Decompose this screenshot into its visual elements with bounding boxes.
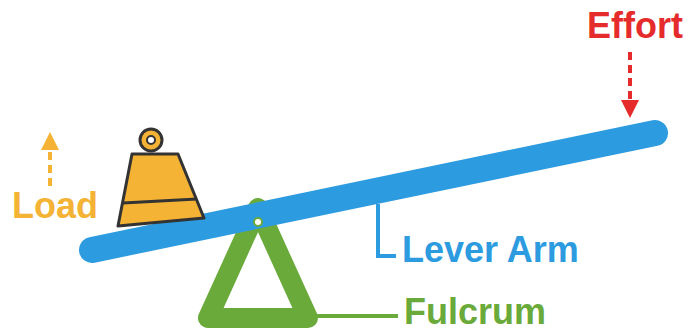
leader-line — [312, 314, 398, 318]
weight-stripe — [123, 199, 197, 203]
leader-line — [378, 204, 396, 256]
force-arrow — [621, 100, 639, 118]
part-label: Lever Arm — [402, 232, 579, 268]
force-label: Load — [12, 188, 98, 224]
weight-ring — [140, 129, 162, 151]
force-arrow — [48, 148, 52, 186]
part-label: Fulcrum — [404, 294, 546, 330]
load-weight — [118, 154, 204, 226]
force-arrow — [628, 52, 632, 102]
force-arrow — [41, 132, 59, 150]
force-label: Effort — [587, 8, 683, 44]
pivot-dot — [254, 218, 262, 226]
weight-ring — [147, 136, 155, 144]
